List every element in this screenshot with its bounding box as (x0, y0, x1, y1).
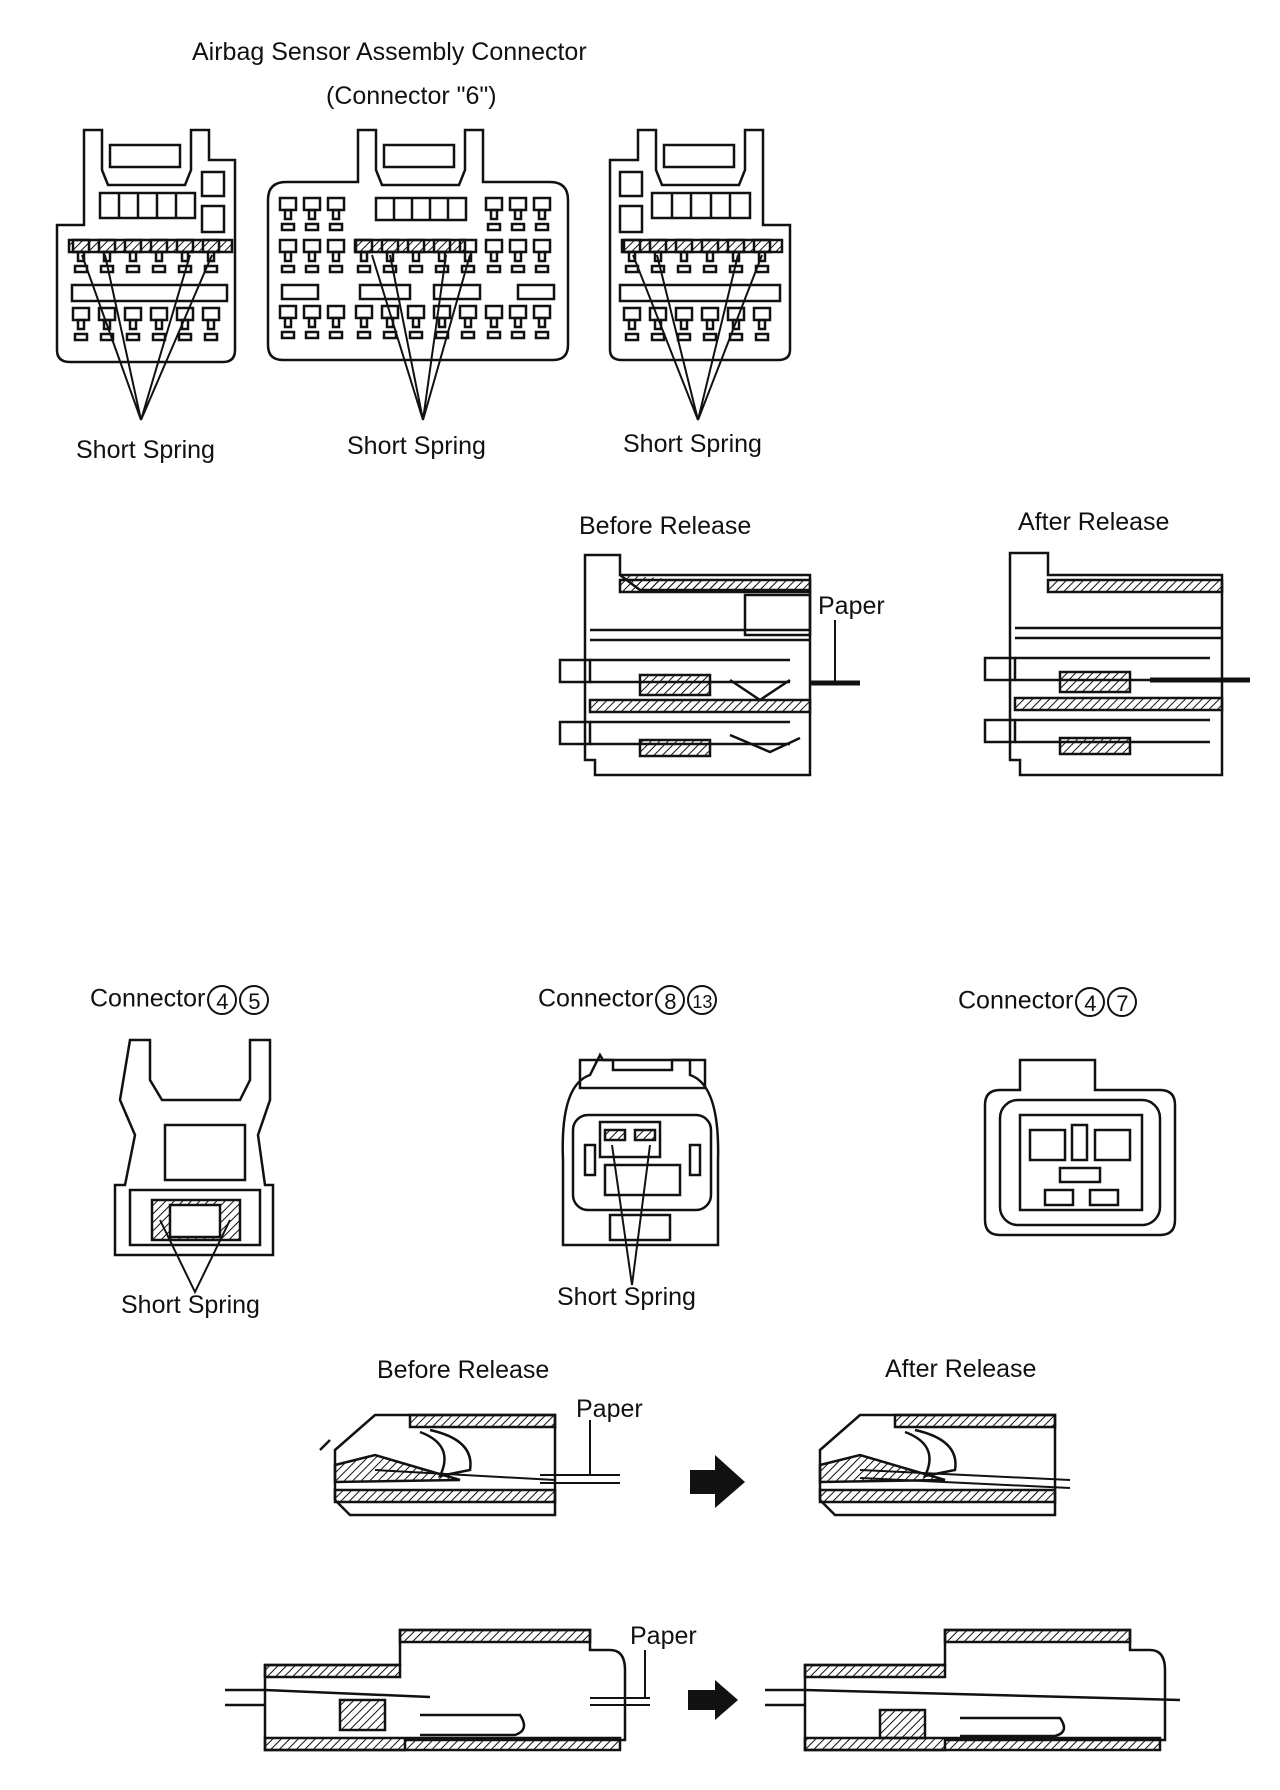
connector-4-5-drawing (113, 1038, 275, 1295)
circled-number: 13 (687, 985, 718, 1015)
before-release-section-top (558, 553, 860, 777)
arrow-icon (688, 1680, 738, 1720)
after-release-section-bottom (765, 1628, 1181, 1752)
arrow-icon (690, 1455, 745, 1508)
circled-number: 8 (655, 985, 686, 1015)
airbag-connector-right (608, 128, 792, 421)
connector-word: Connector (958, 986, 1074, 1015)
circled-number: 7 (1107, 987, 1138, 1017)
connector-word: Connector (538, 984, 654, 1013)
airbag-connector-middle (266, 128, 570, 421)
paper-label-3: Paper (630, 1622, 697, 1650)
circled-number: 5 (239, 985, 270, 1015)
title-line-1: Airbag Sensor Assembly Connector (192, 38, 587, 66)
after-release-section-top (983, 551, 1250, 777)
short-spring-label-5: Short Spring (557, 1283, 696, 1311)
after-release-section-mid (818, 1413, 1071, 1517)
before-release-label-1: Before Release (579, 512, 752, 540)
airbag-connector-left (55, 128, 237, 421)
title-line-2: (Connector "6") (326, 82, 497, 110)
before-release-section-mid (319, 1413, 620, 1517)
connector-8-13-drawing (561, 1052, 720, 1286)
short-spring-label-2: Short Spring (347, 432, 486, 460)
circled-number: 4 (207, 985, 238, 1015)
connector-4-7-drawing (983, 1058, 1177, 1237)
before-release-label-2: Before Release (377, 1356, 550, 1384)
paper-label-2: Paper (576, 1395, 643, 1423)
after-release-label-2: After Release (885, 1355, 1037, 1383)
short-spring-label-3: Short Spring (623, 430, 762, 458)
short-spring-label-1: Short Spring (76, 436, 215, 464)
before-release-section-bottom (225, 1628, 650, 1752)
circled-number: 4 (1075, 987, 1106, 1017)
paper-label-1: Paper (818, 592, 885, 620)
connector-word: Connector (90, 984, 206, 1013)
short-spring-label-4: Short Spring (121, 1291, 260, 1319)
after-release-label-1: After Release (1018, 508, 1170, 536)
